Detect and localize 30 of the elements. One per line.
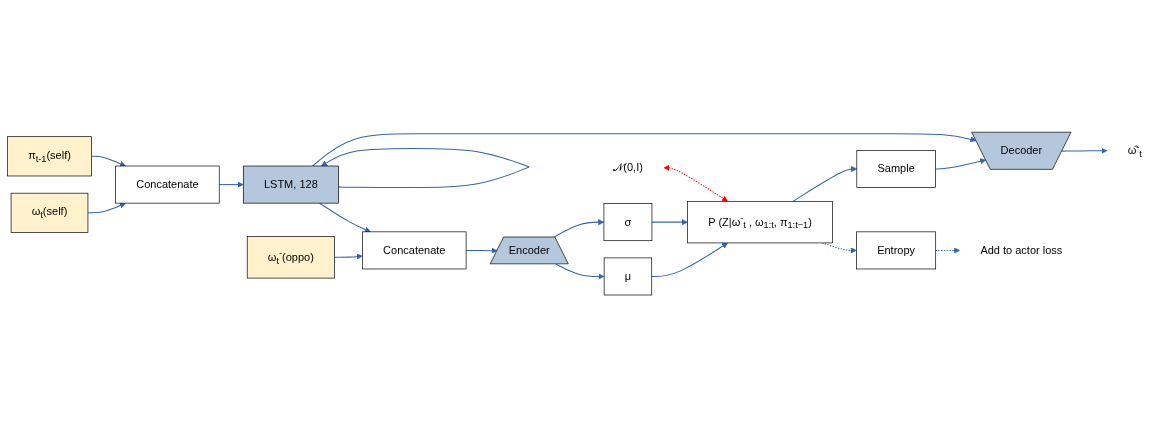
arrow <box>792 165 858 202</box>
arrow <box>1061 147 1108 154</box>
node-box: σ <box>603 203 653 242</box>
arrow <box>935 247 961 254</box>
node-box: Concatenate <box>362 231 467 270</box>
node-box: ω$_{t}$$^{-}$(oppo) <box>246 236 335 279</box>
arrow <box>321 147 530 188</box>
arrow <box>553 219 605 238</box>
node-box: π$_{t-1}$(self) <box>7 136 92 177</box>
node-box: Sample <box>856 150 936 188</box>
arrow <box>651 242 728 277</box>
arrow <box>465 247 498 254</box>
arrow <box>318 202 371 233</box>
arrow <box>934 158 986 170</box>
arrow <box>218 181 244 188</box>
node-box: μ <box>603 257 653 296</box>
node-box: Entropy <box>856 231 937 270</box>
node-box: P (Z|ω$^{-}$$_{t}$ , ω$_{1:t}$, π$_{1:t−1}$) <box>687 201 833 244</box>
arrow <box>91 155 126 167</box>
arrow <box>651 219 688 226</box>
node-box: LSTM, 128 <box>242 165 339 204</box>
node-text: 𝒩(0,I) <box>612 161 643 174</box>
arrow <box>555 263 605 280</box>
arrow <box>312 133 977 167</box>
arrow <box>87 202 126 214</box>
node-text: Add to actor loss <box>980 244 1063 256</box>
node-box: Concatenate <box>115 165 220 204</box>
arrow <box>663 164 728 202</box>
node-box: ω$_{t}$(self) <box>10 192 89 233</box>
arrow <box>333 253 363 260</box>
